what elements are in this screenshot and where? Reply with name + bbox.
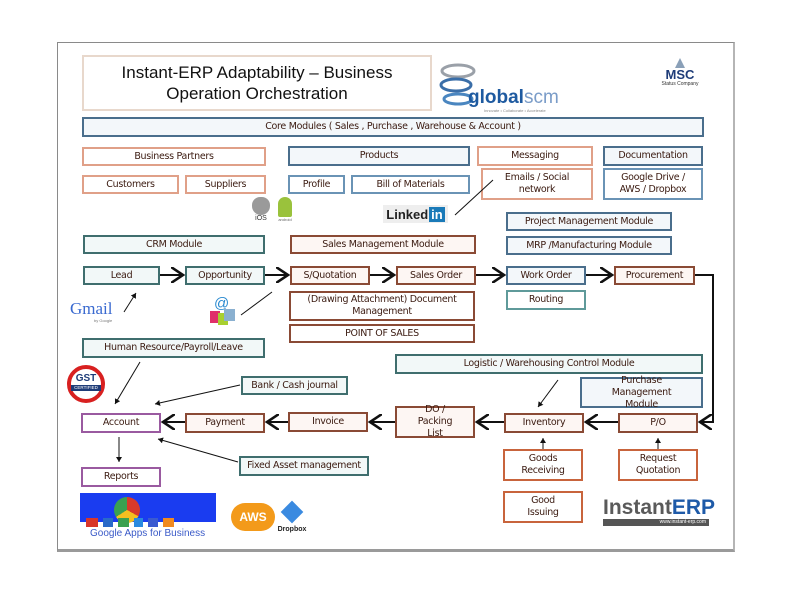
products-box: Products (288, 146, 470, 166)
project-management-box: Project Management Module (506, 212, 672, 231)
routing-box: Routing (506, 290, 586, 310)
customers-box: Customers (82, 175, 179, 194)
globalscm-brand: global (468, 87, 524, 108)
bag-green (218, 313, 228, 325)
fixed-asset-box: Fixed Asset management (239, 456, 369, 476)
email-shopping-icon: @ (206, 295, 238, 327)
msc-logo: MSC Status Company (655, 58, 705, 98)
sites-app-icon (148, 518, 158, 527)
globalscm-logo: globalscm Innovate • Collaborate • Accel… (438, 55, 598, 115)
instanterp-logo: InstantERP www.instant-erp.com (603, 496, 715, 533)
invoice-box: Invoice (288, 412, 368, 432)
messaging-box: Messaging (477, 146, 593, 166)
bag-blue (224, 309, 235, 321)
android-robot-icon (278, 197, 292, 217)
ios-label: iOS (255, 215, 267, 222)
drive-app-icon (118, 518, 129, 527)
at-sign-icon: @ (214, 295, 230, 312)
documentation-box: Documentation (603, 146, 703, 166)
goods-receiving-box: Goods Receiving (503, 449, 583, 481)
dropbox-text: Dropbox (277, 526, 307, 533)
purchase-management-box: Purchase Management Module (580, 375, 703, 410)
dropbox-icon (280, 500, 304, 524)
google-drive-aws-box: Google Drive / AWS / Dropbox (603, 168, 703, 200)
gmail-text: Gmail (70, 299, 113, 318)
google-apps-banner: Google Apps for Business (80, 493, 216, 541)
po-box: P/O (618, 413, 698, 433)
procurement-box: Procurement (614, 266, 695, 285)
app-icons-row (86, 518, 210, 528)
core-modules-box: Core Modules ( Sales , Purchase , Wareho… (82, 117, 704, 137)
work-order-box: Work Order (506, 266, 586, 285)
aws-logo: AWS (231, 503, 275, 531)
page-title: Instant-ERP Adaptability – Business Oper… (82, 55, 432, 111)
google-apps-text: Google Apps for Business (90, 528, 206, 539)
request-quotation-box: Request Quotation (618, 449, 698, 481)
linkedin-in-badge: in (429, 206, 445, 222)
apple-icon (252, 197, 270, 215)
android-logo: android (274, 197, 296, 231)
bank-cash-journal-box: Bank / Cash journal (241, 376, 348, 395)
emails-social-box: Emails / Social network (481, 168, 593, 200)
gst-text: GST (75, 373, 97, 384)
instanterp-url: www.instant-erp.com (603, 519, 709, 526)
dropbox-logo: Dropbox (275, 500, 309, 540)
reports-box: Reports (81, 467, 161, 487)
opportunity-box: Opportunity (185, 266, 265, 285)
gmail-sub: by Google (94, 318, 113, 323)
aws-text: AWS (239, 510, 267, 524)
good-issuing-box: Good Issuing (503, 491, 583, 523)
suppliers-box: Suppliers (185, 175, 266, 194)
globalscm-swirl-icon (439, 63, 476, 106)
calendar-app-icon (103, 518, 113, 527)
account-box: Account (81, 413, 161, 433)
title-line-2: Operation Orchestration (166, 84, 348, 103)
document-management-box: (Drawing Attachment) Document Management (289, 291, 475, 321)
sales-order-box: Sales Order (396, 266, 476, 285)
profile-box: Profile (288, 175, 345, 194)
title-line-1: Instant-ERP Adaptability – Business (121, 63, 393, 82)
msc-tower-icon (675, 58, 685, 68)
gmail-logo: Gmail by Google (70, 300, 122, 328)
sales-management-box: Sales Management Module (290, 235, 476, 254)
ios-logo: iOS (250, 197, 272, 231)
lead-box: Lead (83, 266, 160, 285)
globalscm-suffix: scm (523, 87, 559, 108)
hr-payroll-box: Human Resource/Payroll/Leave (82, 338, 265, 358)
talk-app-icon (163, 518, 174, 527)
bill-of-materials-box: Bill of Materials (351, 175, 470, 194)
globalscm-tagline: Innovate • Collaborate • Accelerate (484, 108, 546, 113)
crm-module-box: CRM Module (83, 235, 265, 254)
s-quotation-box: S/Quotation (290, 266, 370, 285)
payment-box: Payment (185, 413, 265, 433)
docs-app-icon (134, 518, 143, 527)
mrp-manufacturing-box: MRP /Manufacturing Module (506, 236, 672, 255)
logistic-warehousing-box: Logistic / Warehousing Control Module (395, 354, 703, 374)
bag-pink (210, 311, 220, 323)
instanterp-erp: ERP (671, 496, 716, 519)
instanterp-instant: Instant (603, 496, 672, 519)
msc-name: MSC (665, 67, 695, 82)
business-partners-box: Business Partners (82, 147, 266, 166)
do-packing-list-box: DO / Packing List (395, 404, 475, 439)
gmail-app-icon (86, 518, 98, 527)
android-label: android (278, 217, 292, 222)
gst-certified-text: CERTIFIED (71, 385, 101, 391)
msc-sub: Status Company (661, 81, 699, 87)
linkedin-text: Linked (386, 206, 429, 222)
point-of-sales-box: POINT OF SALES (289, 324, 475, 343)
gst-certified-badge: GST CERTIFIED (67, 365, 105, 403)
inventory-box: Inventory (504, 413, 584, 433)
